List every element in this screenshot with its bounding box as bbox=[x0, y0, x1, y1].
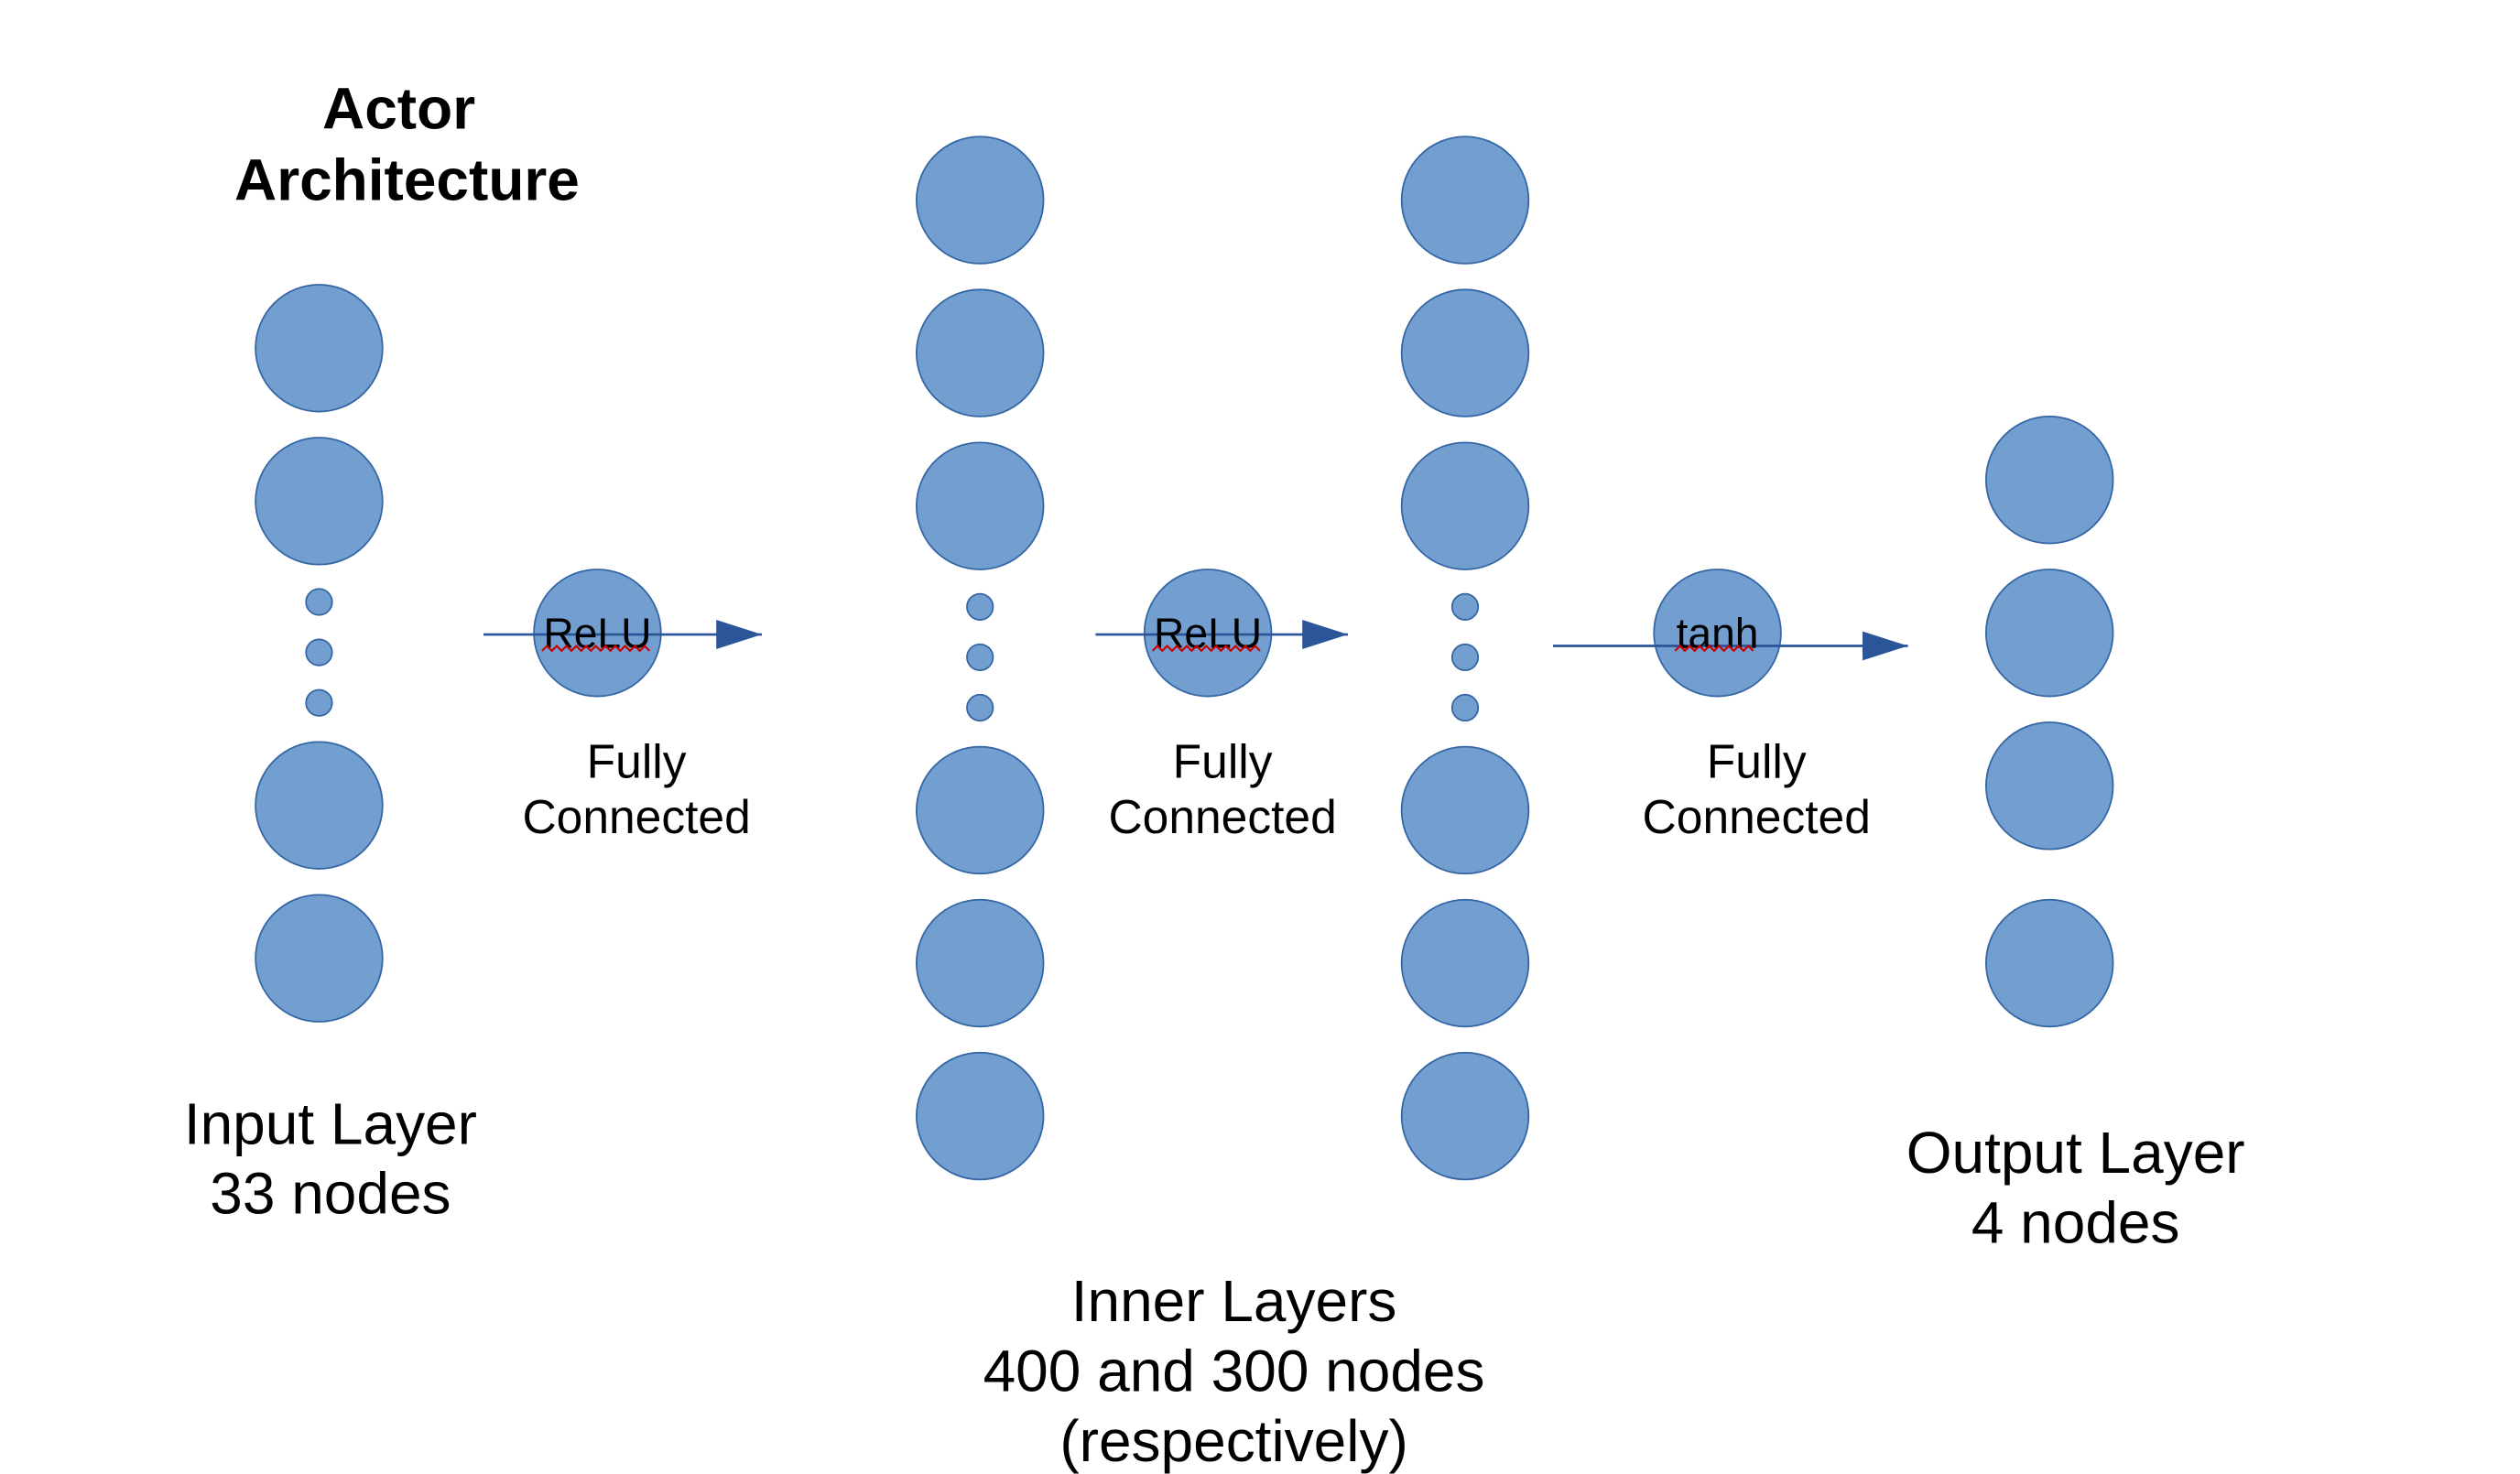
inner-node bbox=[1400, 135, 1530, 265]
connection-3: tanh Fully Connected bbox=[1553, 569, 1908, 843]
activation-node bbox=[533, 569, 662, 698]
diagram-title-line2: Architecture bbox=[234, 147, 580, 213]
connection-type-line1: Fully bbox=[587, 734, 687, 787]
layer-label-line2: 400 and 300 nodes bbox=[983, 1338, 1485, 1404]
inner-layer-2-nodes bbox=[1400, 135, 1530, 1181]
ellipsis-dot bbox=[1450, 643, 1480, 672]
connection-type-line2: Connected bbox=[1108, 790, 1336, 843]
connection-type-line1: Fully bbox=[1707, 734, 1807, 787]
ellipsis-dot bbox=[966, 693, 994, 722]
output-layer-nodes bbox=[1985, 416, 2114, 1028]
inner-node bbox=[1400, 898, 1530, 1028]
inner-node bbox=[1400, 1051, 1530, 1181]
ellipsis-dot bbox=[305, 688, 333, 717]
input-layer-nodes bbox=[255, 284, 384, 1023]
output-node bbox=[1985, 569, 2114, 698]
ellipsis-dot bbox=[1450, 693, 1480, 722]
spellcheck-underline bbox=[541, 644, 651, 653]
connection-1: ReLU Fully Connected bbox=[483, 569, 762, 843]
inner-node bbox=[916, 135, 1045, 265]
activation-node bbox=[1143, 569, 1273, 698]
connection-type-line1: Fully bbox=[1173, 734, 1273, 787]
layer-label-line1: Input Layer bbox=[184, 1090, 477, 1156]
activation-node bbox=[1653, 569, 1782, 698]
spellcheck-underline bbox=[1674, 644, 1754, 653]
input-node bbox=[255, 741, 384, 870]
output-layer-label: Output Layer 4 nodes bbox=[1906, 1120, 2245, 1255]
ellipsis-dot bbox=[305, 588, 333, 616]
inner-node bbox=[916, 441, 1045, 570]
layer-label-line1: Inner Layers bbox=[1071, 1268, 1397, 1334]
inner-node bbox=[1400, 441, 1530, 570]
input-node bbox=[255, 284, 384, 413]
output-node bbox=[1985, 898, 2114, 1028]
ellipsis-dot bbox=[966, 643, 994, 672]
layer-label-line3: (respectively) bbox=[1059, 1408, 1407, 1474]
output-node bbox=[1985, 721, 2114, 851]
connection-2: ReLU Fully Connected bbox=[1095, 569, 1348, 843]
ellipsis-dot bbox=[305, 638, 333, 667]
spellcheck-underline bbox=[1151, 644, 1261, 653]
connection-type-line2: Connected bbox=[522, 790, 750, 843]
input-layer-label: Input Layer 33 nodes bbox=[184, 1090, 477, 1226]
input-node bbox=[255, 437, 384, 566]
input-node bbox=[255, 894, 384, 1023]
inner-node bbox=[916, 898, 1045, 1028]
output-node bbox=[1985, 416, 2114, 545]
inner-node bbox=[1400, 745, 1530, 875]
connection-type-line2: Connected bbox=[1643, 790, 1871, 843]
ellipsis-dot bbox=[966, 592, 994, 621]
inner-node bbox=[1400, 288, 1530, 417]
inner-node bbox=[916, 1051, 1045, 1181]
inner-layer-1-nodes bbox=[916, 135, 1045, 1181]
layer-label-line2: 4 nodes bbox=[1971, 1190, 2180, 1256]
inner-node bbox=[916, 288, 1045, 417]
diagram-title-line1: Actor bbox=[322, 75, 475, 141]
layer-label-line1: Output Layer bbox=[1906, 1120, 2245, 1186]
inner-layers-label: Inner Layers 400 and 300 nodes (respecti… bbox=[983, 1268, 1485, 1474]
activation-label: tanh bbox=[1677, 609, 1759, 656]
layer-label-line2: 33 nodes bbox=[210, 1161, 451, 1227]
inner-node bbox=[916, 745, 1045, 875]
ellipsis-dot bbox=[1450, 592, 1480, 621]
